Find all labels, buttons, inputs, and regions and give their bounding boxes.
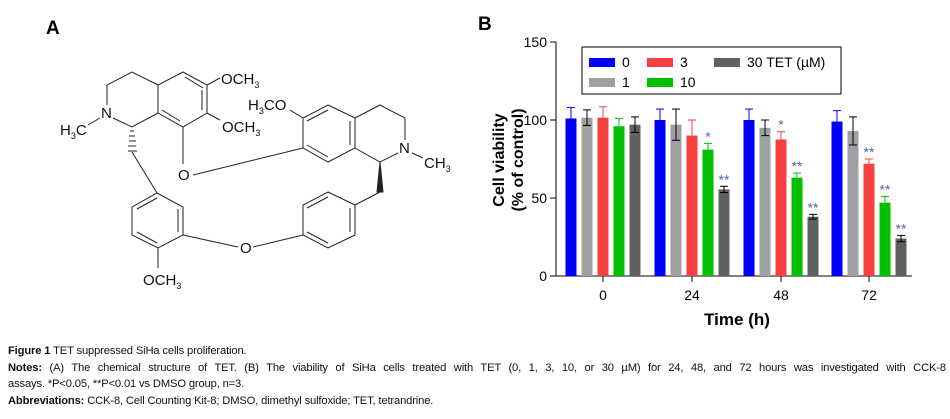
y-tick-label: 50 [531, 190, 547, 206]
svg-text:N: N [399, 140, 410, 157]
bar-24h-3 [702, 149, 714, 276]
legend-swatch [589, 78, 615, 87]
notes-line-2: assays. *P<0.05, **P<0.01 vs DMSO group,… [8, 378, 245, 390]
svg-text:N: N [101, 105, 112, 122]
y-tick-label: 0 [539, 268, 547, 284]
significance-marker: * [778, 117, 784, 133]
bar-48h-2 [775, 139, 787, 276]
bar-48h-0 [743, 120, 755, 276]
bar-48h-3 [791, 177, 803, 276]
bar-48h-4 [807, 216, 819, 276]
bar-0h-2 [597, 117, 609, 276]
significance-marker: ** [808, 199, 819, 215]
bar-24h-0 [654, 120, 666, 276]
bar-0h-3 [613, 126, 625, 277]
svg-text:H3C: H3C [60, 122, 87, 141]
notes-label: Notes: [8, 362, 42, 374]
notes-line-1: Notes: (A) The chemical structure of TET… [8, 362, 946, 374]
y-tick-label: 150 [524, 34, 548, 50]
abbreviations: Abbreviations: CCK-8, Cell Counting Kit-… [8, 395, 946, 407]
figure-number: Figure 1 [8, 345, 51, 357]
legend-swatch [589, 58, 615, 67]
bar-0h-4 [629, 124, 641, 277]
figure-title-text: TET suppressed SiHa cells proliferation. [50, 345, 247, 357]
bar-72h-3 [879, 202, 891, 276]
bar-72h-1 [847, 130, 859, 276]
significance-marker: ** [880, 181, 891, 197]
bar-72h-2 [863, 163, 875, 276]
significance-marker: ** [864, 144, 875, 160]
svg-text:OCH3: OCH3 [221, 71, 259, 90]
legend-swatch [714, 58, 740, 67]
legend-label: 30 TET (µM) [747, 54, 825, 70]
svg-text:OCH3: OCH3 [143, 272, 181, 291]
bar-24h-1 [670, 124, 682, 277]
legend-swatch [647, 58, 673, 67]
y-tick-label: 100 [524, 112, 548, 128]
svg-text:H3CO: H3CO [248, 97, 286, 116]
bar-0h-1 [581, 117, 593, 276]
y-axis-label-line2: (% of control) [510, 108, 527, 211]
structure-labels: OCH3 OCH3 H3CO N H3C N CH3 O O OCH3 [60, 71, 451, 291]
x-tick-label: 0 [599, 287, 607, 303]
bar-24h-4 [718, 189, 730, 276]
y-axis-label-line1: Cell viability [491, 113, 508, 206]
significance-marker: * [705, 128, 711, 144]
notes-text: (A) The chemical structure of TET. (B) T… [41, 362, 946, 374]
legend-label: 0 [622, 54, 630, 70]
legend: 0 1 3 10 30 TET (µM) [581, 46, 842, 95]
significance-marker: ** [792, 158, 803, 174]
abbreviations-label: Abbreviations: [8, 395, 85, 407]
legend-box [581, 46, 842, 95]
legend-label: 1 [622, 74, 630, 90]
panel-label-b: B [478, 14, 492, 35]
legend-label: 10 [680, 74, 696, 90]
abbreviations-text: CCK-8, Cell Counting Kit-8; DMSO, dimeth… [84, 395, 434, 407]
x-tick-label: 24 [684, 287, 700, 303]
svg-text:O: O [178, 167, 190, 184]
bar-72h-0 [831, 121, 843, 276]
x-axis-label: Time (h) [704, 310, 770, 329]
bar-0h-0 [565, 118, 577, 276]
svg-text:O: O [240, 240, 252, 257]
legend-label: 3 [680, 54, 688, 70]
bar-48h-1 [759, 127, 771, 276]
figure-title: Figure 1 TET suppressed SiHa cells proli… [8, 345, 946, 357]
legend-swatch [647, 78, 673, 87]
bar-24h-2 [686, 135, 698, 276]
panel-label-a: A [46, 18, 60, 39]
svg-text:OCH3: OCH3 [222, 119, 260, 138]
structure-bonds [87, 71, 424, 268]
significance-marker: ** [719, 171, 730, 187]
svg-text:CH3: CH3 [424, 155, 451, 174]
x-tick-label: 48 [773, 287, 789, 303]
x-tick-label: 72 [861, 287, 877, 303]
bar-72h-4 [895, 238, 907, 276]
significance-marker: ** [896, 220, 907, 236]
